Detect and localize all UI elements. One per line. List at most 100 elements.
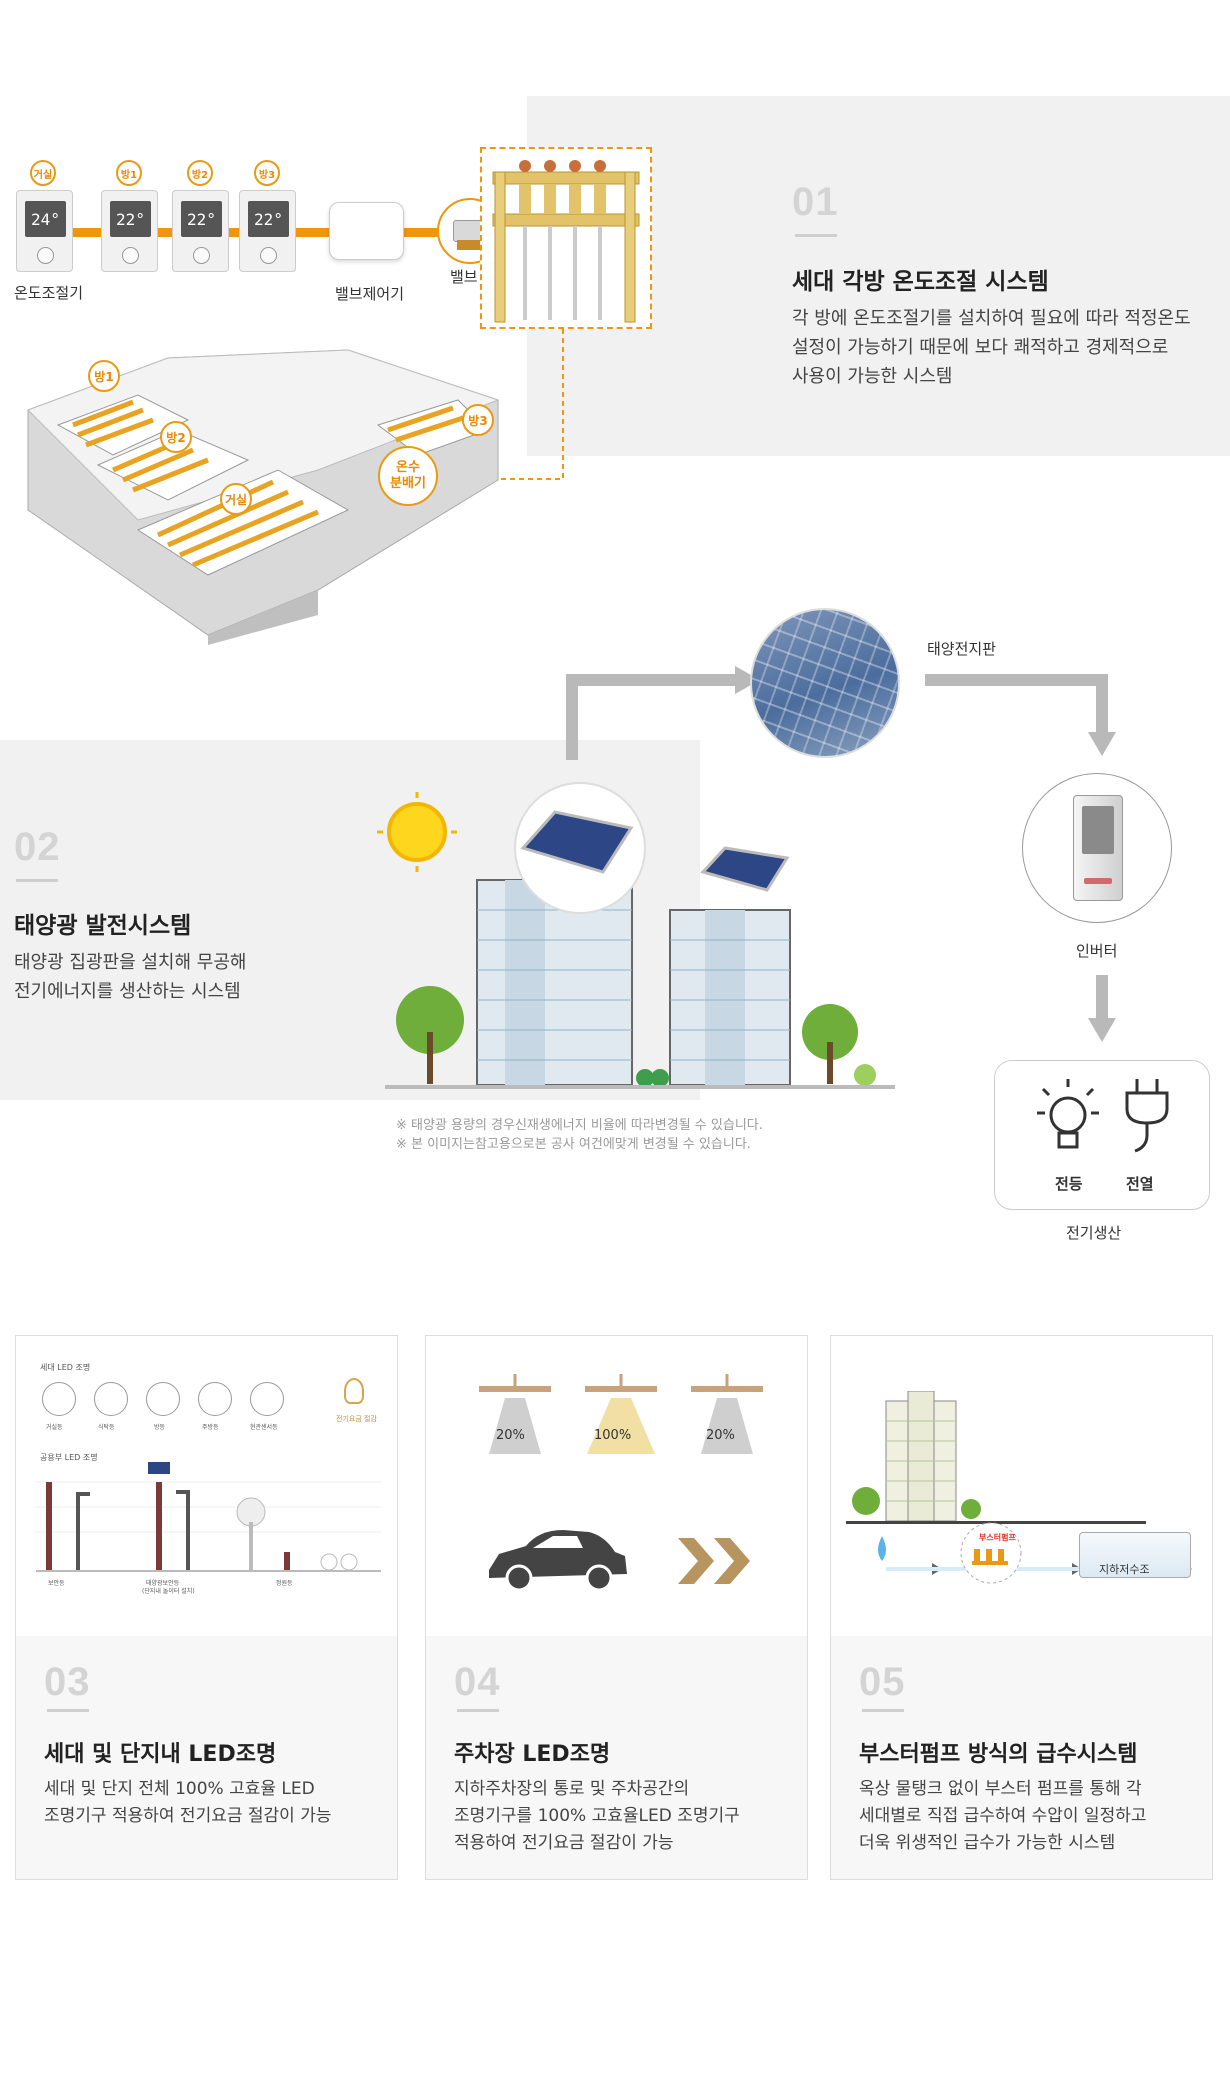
thermostat-living: 24° bbox=[16, 190, 73, 272]
led-fixture-icon bbox=[146, 1382, 180, 1416]
section2-notes: ※ 태양광 용량의 경우신재생에너지 비율에 따라변경될 수 있습니다. ※ 본… bbox=[396, 1116, 763, 1154]
card-description: 옥상 물탱크 없이 부스터 펌프를 통해 각 세대별로 직접 급수하여 수압이 … bbox=[859, 1776, 1147, 1857]
thermostat-room3: 22° bbox=[239, 190, 296, 272]
card-desc-line: 더욱 위생적인 급수가 가능한 시스템 bbox=[859, 1833, 1116, 1853]
solar-panel-photo-icon bbox=[750, 608, 900, 758]
card-description: 세대 및 단지 전체 100% 고효율 LED 조명기구 적용하여 전기요금 절… bbox=[44, 1776, 332, 1830]
living-badge: 거실 bbox=[220, 483, 252, 515]
led-fixture-icon bbox=[250, 1382, 284, 1416]
thermostat-display: 22° bbox=[248, 201, 289, 237]
section2-desc-line: 전기에너지를 생산하는 시스템 bbox=[14, 981, 241, 1002]
led-fixture-icon bbox=[198, 1382, 232, 1416]
section2-desc-line: 태양광 집광판을 설치해 무공해 bbox=[14, 952, 247, 973]
thermostat-label: 온도조절기 bbox=[14, 284, 84, 302]
card-number-underline bbox=[457, 1709, 499, 1712]
section2-title: 태양광 발전시스템 bbox=[14, 913, 192, 939]
card-number-underline bbox=[862, 1709, 904, 1712]
booster-pump-illustration bbox=[846, 1391, 1192, 1584]
section1-desc-line: 각 방에 온도조절기를 설치하여 필요에 따라 적정온도 bbox=[792, 308, 1191, 329]
solar-panel-label: 태양전지판 bbox=[927, 640, 997, 658]
feature-card-booster-pump: 부스터펌프 지하저수조 05 부스터펌프 방식의 급수시스템 옥상 물탱크 없이… bbox=[830, 1335, 1213, 1880]
feature-card-parking-led: 20% 100% 20% 04 주차장 LED조명 지하주차장의 통로 및 주차… bbox=[425, 1335, 808, 1880]
section1-desc-line: 설정이 가능하기 때문에 보다 쾌적하고 경제적으로 bbox=[792, 337, 1169, 358]
card-title: 세대 및 단지내 LED조명 bbox=[44, 1742, 277, 1767]
valve-controller bbox=[329, 202, 404, 260]
floor-plan-illustration bbox=[27, 349, 500, 645]
card-title: 주차장 LED조명 bbox=[454, 1742, 611, 1767]
underground-tank bbox=[1079, 1532, 1191, 1578]
valve-label: 밸브 bbox=[450, 268, 478, 286]
manifold-icon bbox=[492, 160, 640, 323]
led-diagram-top-label: 세대 LED 조명 bbox=[40, 1363, 91, 1372]
led-fixture-label: 주방등 bbox=[202, 1424, 219, 1431]
lamp-percent: 100% bbox=[594, 1428, 632, 1443]
section1-title: 세대 각방 온도조절 시스템 bbox=[792, 269, 1049, 295]
section2-number: 02 bbox=[14, 825, 61, 869]
section2-note-line: ※ 태양광 용량의 경우신재생에너지 비율에 따라변경될 수 있습니다. bbox=[396, 1118, 763, 1133]
thermostat-knob bbox=[122, 247, 139, 264]
electricity-output-box: 전등 전열 bbox=[994, 1060, 1210, 1210]
thermostat-badge: 방2 bbox=[187, 160, 213, 186]
distributor-badge: 온수 분배기 bbox=[378, 446, 438, 506]
thermostat-display: 22° bbox=[181, 201, 222, 237]
section2-description: 태양광 집광판을 설치해 무공해 전기에너지를 생산하는 시스템 bbox=[14, 948, 246, 1006]
card-text-panel bbox=[16, 1636, 397, 1879]
flow-arrows bbox=[566, 666, 1116, 1042]
card-desc-line: 세대별로 직접 급수하여 수압이 일정하고 bbox=[859, 1806, 1147, 1826]
outlet-label: 전열 bbox=[1126, 1175, 1154, 1193]
led-fixture-icon bbox=[94, 1382, 128, 1416]
ground-label: 태양광보안등 bbox=[146, 1580, 180, 1587]
distributor-label-line1: 온수 bbox=[396, 460, 420, 475]
led-diagram-bottom-label: 공용부 LED 조명 bbox=[40, 1453, 98, 1462]
room1-badge: 방1 bbox=[88, 360, 120, 392]
led-fixture-label: 식탁등 bbox=[98, 1424, 115, 1431]
card-number: 04 bbox=[454, 1660, 501, 1704]
double-chevron-right-icon bbox=[678, 1538, 750, 1584]
inverter-label: 인버터 bbox=[1076, 942, 1118, 960]
thermostat-badge: 방3 bbox=[254, 160, 280, 186]
electricity-generation-label: 전기생산 bbox=[1066, 1224, 1122, 1242]
section1-description: 각 방에 온도조절기를 설치하여 필요에 따라 적정온도 설정이 가능하기 때문… bbox=[792, 304, 1191, 391]
card-number-underline bbox=[47, 1709, 89, 1712]
card-desc-line: 조명기구를 100% 고효율LED 조명기구 bbox=[454, 1806, 740, 1826]
section2-note-line: ※ 본 이미지는참고용으로본 공사 여건에맞게 변경될 수 있습니다. bbox=[396, 1137, 751, 1152]
card-desc-line: 세대 및 단지 전체 100% 고효율 LED bbox=[44, 1779, 315, 1799]
card-text-panel bbox=[426, 1636, 807, 1879]
led-fixture-label: 거실등 bbox=[46, 1424, 63, 1431]
street-light-illustration bbox=[36, 1462, 381, 1572]
card-desc-line: 지하주차장의 통로 및 주차공간의 bbox=[454, 1779, 690, 1799]
section1-number: 01 bbox=[792, 180, 839, 224]
thermostat-room1: 22° bbox=[101, 190, 158, 272]
led-fixture-icon bbox=[42, 1382, 76, 1416]
valve-controller-label: 밸브제어기 bbox=[335, 285, 405, 303]
section2-number-underline bbox=[16, 879, 58, 882]
lamp-percent: 20% bbox=[706, 1428, 735, 1443]
card-desc-line: 적용하여 전기요금 절감이 가능 bbox=[454, 1833, 674, 1853]
section1-desc-line: 사용이 가능한 시스템 bbox=[792, 366, 953, 387]
light-label: 전등 bbox=[1055, 1175, 1083, 1193]
room2-badge: 방2 bbox=[160, 421, 192, 453]
card-number: 03 bbox=[44, 1660, 91, 1704]
saving-bulb-icon bbox=[344, 1378, 364, 1404]
light-bulb-icon bbox=[1037, 1079, 1099, 1149]
parking-lamp-illustration bbox=[479, 1374, 763, 1454]
feature-card-led-lighting: 세대 LED 조명 거실등 식탁등 방등 주방등 현관센서등 전기요금 절감 공… bbox=[15, 1335, 398, 1880]
section1-number-underline bbox=[795, 234, 837, 237]
thermostat-badge: 거실 bbox=[30, 160, 56, 186]
card-title: 부스터펌프 방식의 급수시스템 bbox=[859, 1742, 1138, 1767]
thermostat-room2: 22° bbox=[172, 190, 229, 272]
inverter-icon bbox=[1022, 773, 1172, 923]
card-description: 지하주차장의 통로 및 주차공간의 조명기구를 100% 고효율LED 조명기구… bbox=[454, 1776, 740, 1857]
outlet-plug-icon bbox=[1125, 1079, 1169, 1153]
card-desc-line: 조명기구 적용하여 전기요금 절감이 가능 bbox=[44, 1806, 332, 1826]
pump-label: 부스터펌프 bbox=[979, 1533, 1016, 1542]
saving-label: 전기요금 절감 bbox=[336, 1415, 377, 1423]
led-fixture-label: 방등 bbox=[154, 1424, 166, 1431]
led-fixture-label: 현관센서등 bbox=[250, 1424, 278, 1431]
thermostat-knob bbox=[260, 247, 277, 264]
ground-label: 정원등 bbox=[276, 1580, 293, 1587]
thermostat-display: 22° bbox=[110, 201, 151, 237]
car-icon bbox=[489, 1530, 627, 1592]
tank-label: 지하저수조 bbox=[1099, 1563, 1150, 1576]
